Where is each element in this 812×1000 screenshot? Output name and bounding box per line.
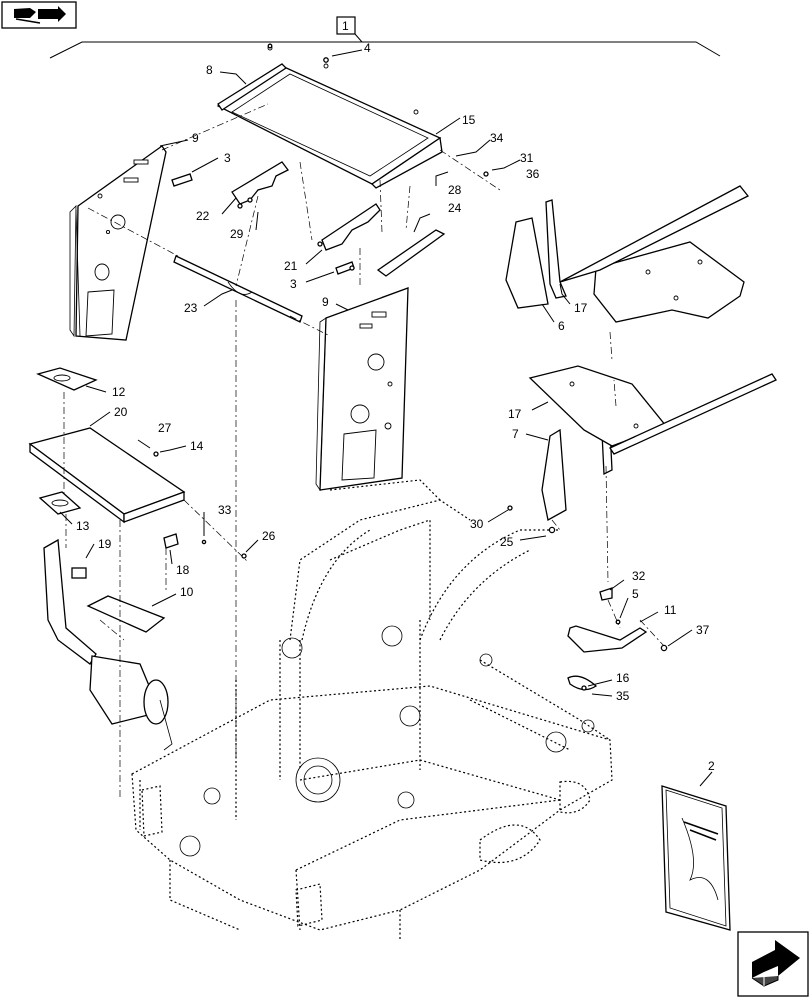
- callout-26: 26: [262, 529, 276, 543]
- next-page-arrow-icon[interactable]: [737, 931, 809, 997]
- callout-37: 37: [696, 623, 710, 637]
- callout-17: 17: [574, 301, 588, 315]
- bracket-22: [231, 161, 289, 205]
- lower-floor-plate: [528, 365, 777, 455]
- callout-30: 30: [470, 517, 484, 531]
- callout-8: 8: [206, 63, 213, 77]
- callout-11: 11: [664, 603, 677, 617]
- callout-5: 5: [632, 587, 639, 601]
- callout-14: 14: [190, 439, 204, 453]
- leader-lines: [59, 49, 713, 787]
- callout-6: 6: [558, 319, 565, 333]
- manual-booklet: [661, 785, 731, 931]
- callout-21: 21: [284, 259, 298, 273]
- alignment-lines: [63, 103, 665, 800]
- callout-36: 36: [526, 167, 540, 181]
- callout-3: 3: [290, 277, 297, 291]
- callout-2: 2: [708, 759, 715, 773]
- callout-27: 27: [158, 421, 172, 435]
- callout-33: 33: [218, 503, 232, 517]
- callout-32: 32: [632, 569, 646, 583]
- pad-18: [163, 533, 179, 549]
- top-panel-assembly: [216, 45, 443, 189]
- callout-22: 22: [196, 209, 210, 223]
- pad-upper: [171, 173, 193, 187]
- fastener-32: [599, 587, 613, 601]
- callout-13: 13: [76, 519, 90, 533]
- cross-bar: [173, 255, 303, 323]
- callout-34: 34: [490, 131, 504, 145]
- callout-16: 16: [616, 671, 630, 685]
- callout-20: 20: [114, 405, 128, 419]
- callout-9: 9: [322, 295, 329, 309]
- bracket-11: [567, 625, 648, 653]
- fasteners: [153, 43, 668, 691]
- right-side-panel: [315, 287, 409, 492]
- callout-10: 10: [180, 585, 194, 599]
- machine-frame: [131, 479, 613, 940]
- callout-24: 24: [448, 201, 462, 215]
- left-side-panel: [69, 145, 167, 341]
- pad-19: [71, 567, 87, 579]
- callout-25: 25: [500, 535, 514, 549]
- callout-7: 7: [512, 427, 519, 441]
- callout-35: 35: [616, 689, 630, 703]
- assembly-group-bracket: 1: [49, 16, 721, 59]
- callout-12: 12: [112, 385, 126, 399]
- cover-10: [86, 595, 166, 633]
- bracket-21: [321, 203, 381, 251]
- callout-15: 15: [462, 113, 476, 127]
- callout-19: 19: [98, 537, 112, 551]
- callout-4: 4: [364, 41, 371, 55]
- callout-labels: 8 4 9 3 15 34 31 36 28 22 29 24 21 3 23 …: [76, 41, 715, 773]
- callout-23: 23: [184, 301, 198, 315]
- callout-9: 9: [192, 131, 199, 145]
- callout-17: 17: [508, 407, 522, 421]
- callout-29: 29: [230, 227, 244, 241]
- upper-shield: [505, 199, 567, 309]
- callout-31: 31: [520, 151, 534, 165]
- group-label: 1: [342, 19, 349, 33]
- upper-floor-plate: [559, 185, 750, 323]
- callout-3: 3: [224, 151, 231, 165]
- strip-24: [376, 229, 446, 277]
- book-arrow-icon[interactable]: [1, 1, 77, 29]
- exhaust-system: [43, 538, 173, 751]
- callout-28: 28: [448, 183, 462, 197]
- callout-18: 18: [176, 563, 190, 577]
